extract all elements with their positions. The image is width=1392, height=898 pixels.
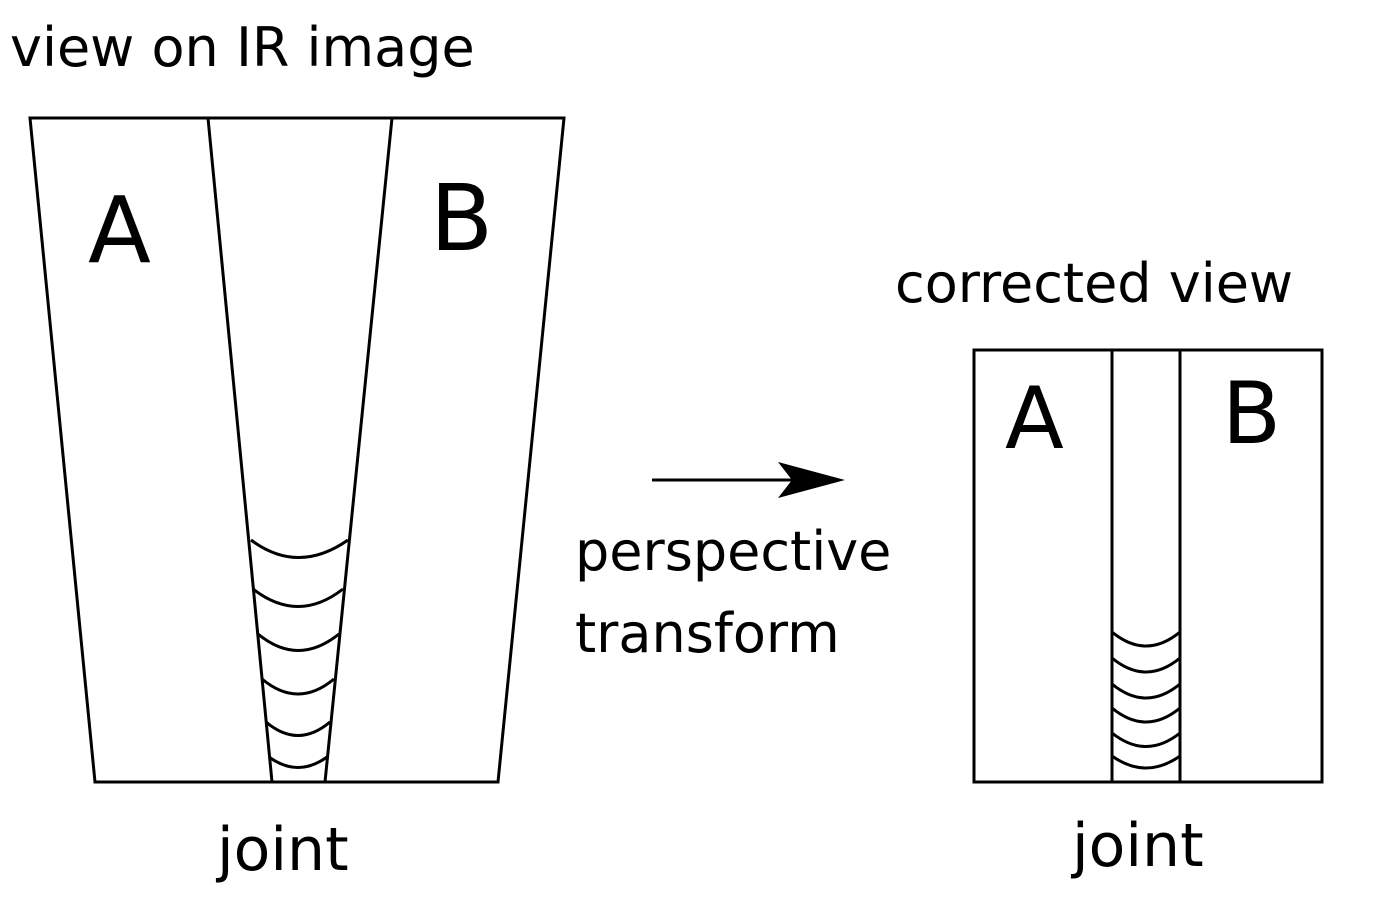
ir-joint-right-edge xyxy=(323,117,394,783)
ir-view-outline xyxy=(28,116,566,784)
transform-step: perspective transform xyxy=(575,462,891,665)
ir-weld-bead xyxy=(265,720,331,737)
transform-caption-line1: perspective xyxy=(575,520,891,583)
corrected-weld-bead xyxy=(1111,706,1181,724)
corrected-view-outline xyxy=(972,348,1324,784)
transform-caption-line2: transform xyxy=(575,602,840,665)
corrected-weld-bead xyxy=(1111,656,1181,674)
transform-arrow-head xyxy=(778,462,845,498)
corrected-joint-label: joint xyxy=(1070,811,1204,881)
ir-weld-bead xyxy=(257,632,340,652)
ir-weld-bead xyxy=(250,538,349,559)
corrected-weld-beads xyxy=(1111,630,1181,770)
ir-part-b-label: B xyxy=(430,165,493,272)
ir-joint-left-edge xyxy=(206,117,274,783)
corrected-part-a-label: A xyxy=(1005,369,1064,469)
corrected-view: corrected view A B joint xyxy=(895,252,1324,881)
ir-weld-beads xyxy=(250,538,349,769)
ir-weld-bead xyxy=(252,587,344,608)
corrected-weld-bead xyxy=(1111,754,1181,770)
corrected-weld-bead xyxy=(1111,731,1181,748)
corrected-weld-bead xyxy=(1111,630,1181,648)
ir-view-title: view on IR image xyxy=(10,16,475,79)
ir-weld-bead xyxy=(268,755,328,769)
ir-image-view: view on IR image A B joint xyxy=(10,16,566,885)
corrected-part-b-label: B xyxy=(1222,364,1281,464)
corrected-weld-bead xyxy=(1111,682,1181,700)
ir-joint-label: joint xyxy=(215,815,349,885)
ir-part-a-label: A xyxy=(88,177,151,284)
ir-weld-bead xyxy=(261,677,335,696)
corrected-view-title: corrected view xyxy=(895,252,1293,315)
